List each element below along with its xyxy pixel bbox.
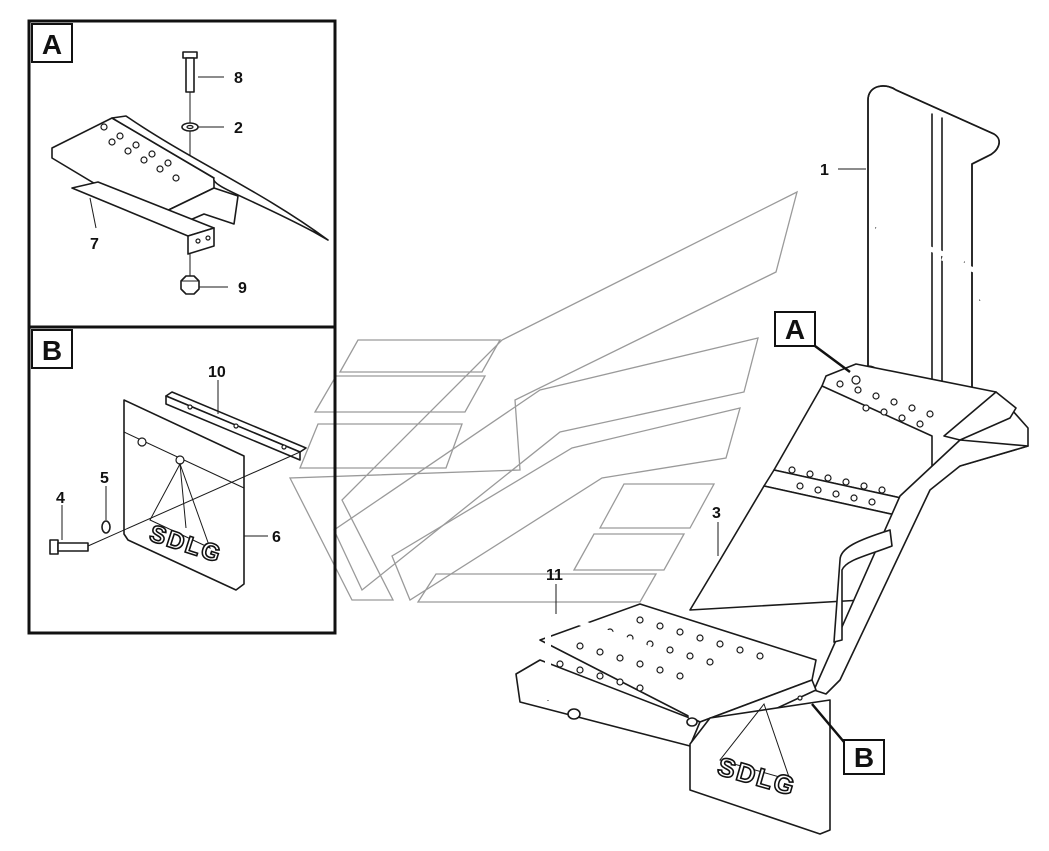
callout-7: 7	[90, 236, 99, 253]
handrail-part	[859, 85, 1000, 451]
mounting-strip-part	[165, 391, 307, 461]
middle-step-holes	[788, 466, 886, 506]
view-ref-a-label: A	[785, 314, 805, 345]
callout-6: 6	[272, 529, 281, 546]
callout-4: 4	[56, 490, 65, 507]
detail-view-b: B SDLG 10	[27, 325, 337, 635]
main-step-assembly: SDLG A B 1 3 11	[515, 85, 1029, 835]
view-a-label: A	[42, 29, 62, 60]
watermark-logo	[288, 190, 798, 603]
upper-platform-holes	[836, 375, 934, 428]
view-b-label: B	[42, 335, 62, 366]
nut-part	[180, 275, 200, 295]
callout-1: 1	[820, 162, 829, 179]
callout-8: 8	[234, 70, 243, 87]
callout-9: 9	[238, 280, 247, 297]
callout-3: 3	[712, 505, 721, 522]
step-bracket-part	[51, 115, 329, 241]
callout-5: 5	[100, 470, 109, 487]
callout-2: 2	[234, 120, 243, 137]
view-ref-b: B	[811, 703, 885, 775]
bolt-part	[182, 51, 198, 93]
callout-11: 11	[546, 567, 563, 584]
view-ref-b-label: B	[854, 742, 874, 773]
view-ref-a: A	[774, 311, 851, 374]
grab-handle-part	[545, 613, 698, 727]
callout-10: 10	[208, 364, 226, 381]
flap-washer-part	[101, 520, 111, 534]
step-plate-holes	[100, 123, 180, 182]
l-plate-part	[71, 181, 215, 255]
assembly-mud-flap-part: SDLG	[689, 699, 831, 835]
flap-bolt-part	[49, 539, 89, 555]
detail-view-a: A	[27, 19, 337, 329]
